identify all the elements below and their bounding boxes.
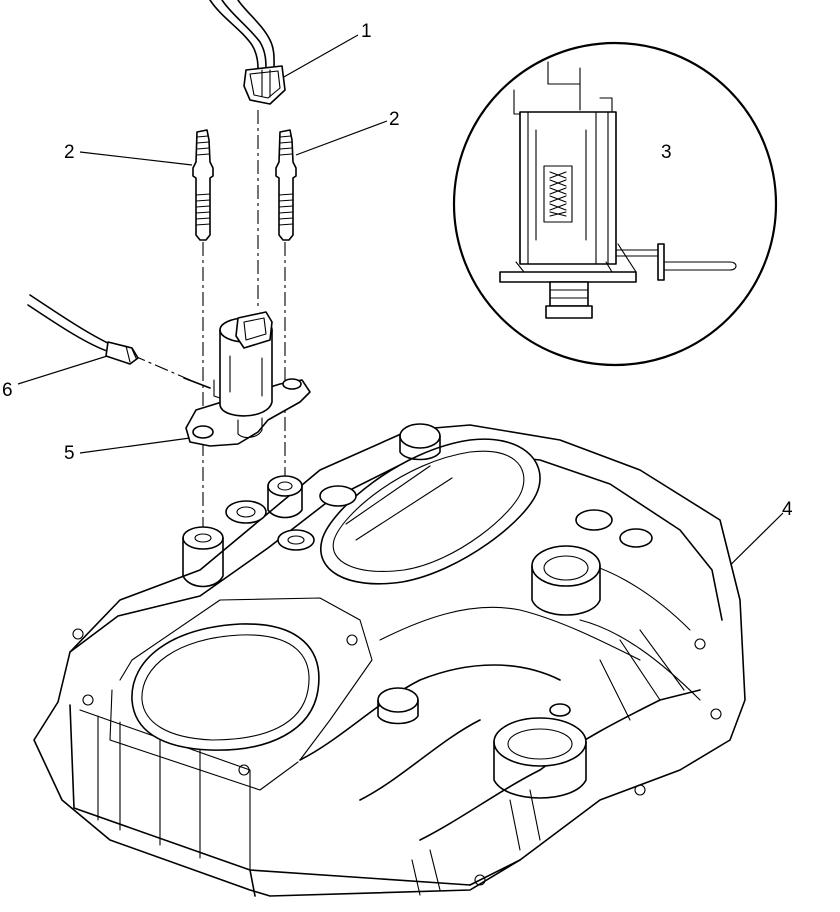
solenoid-assembly	[185, 311, 311, 447]
callout-2-left: 2	[64, 142, 75, 163]
electrical-connector	[243, 65, 286, 105]
stud-bolt-left	[192, 129, 214, 241]
detail-view	[452, 41, 778, 367]
mounting-bosses	[182, 475, 315, 588]
callout-4: 4	[782, 499, 793, 520]
leader-5	[79, 437, 191, 454]
sensor-lead	[27, 294, 211, 389]
intake-manifold	[33, 423, 746, 897]
callout-1: 1	[361, 21, 372, 42]
alignment-line-sensor	[131, 354, 191, 381]
callout-6: 6	[2, 380, 13, 401]
callout-2-right: 2	[389, 109, 400, 130]
leader-6	[17, 351, 121, 385]
stud-bolt-right	[275, 129, 297, 241]
port-boss-front	[493, 717, 587, 799]
callout-3: 3	[661, 142, 672, 163]
wire-harness-top	[209, 0, 275, 71]
callout-5: 5	[64, 443, 75, 464]
leader-2-right	[295, 120, 388, 156]
flange-bolt-holes	[72, 628, 722, 886]
leader-1	[281, 34, 359, 79]
plug-caps	[319, 423, 653, 725]
port-boss-right	[531, 545, 601, 616]
leader-2-left	[79, 151, 193, 166]
